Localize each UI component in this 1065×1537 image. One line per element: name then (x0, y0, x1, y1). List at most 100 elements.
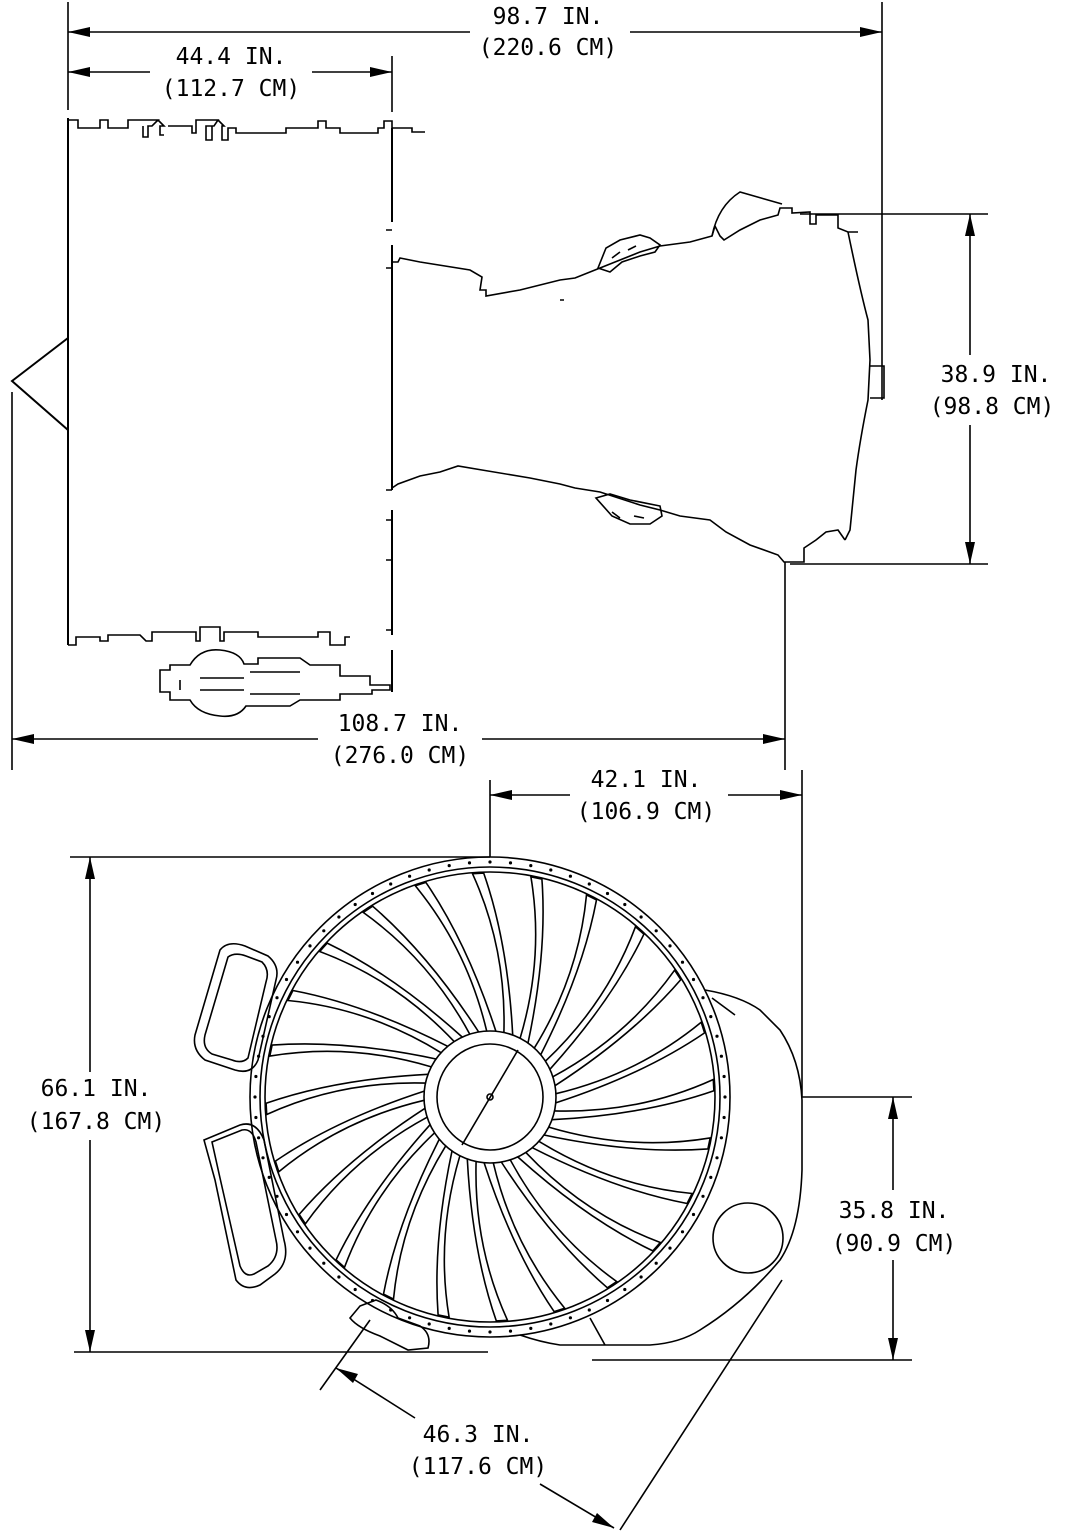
overall-length-cm: (220.6 CM) (479, 35, 617, 61)
fan-blade (436, 1150, 461, 1319)
fan-case-bolt (253, 1095, 257, 1099)
fan-case-bolt (322, 1261, 326, 1265)
fan-blade (335, 1124, 436, 1269)
nose-cone-icon (10, 337, 69, 431)
fan-case-bolt (587, 882, 591, 886)
fan-blade (413, 881, 497, 1032)
fan-blade (519, 875, 544, 1044)
fan-case-bolt (337, 1275, 341, 1279)
fan-blades (265, 872, 715, 1322)
fan-case-bolt (529, 1326, 533, 1330)
fan-case-bolt (701, 1194, 705, 1198)
fan-case-bolt (568, 874, 573, 878)
fan-case-bolt (623, 1287, 627, 1292)
core-lower-contour (391, 465, 846, 563)
fan-blade (551, 1078, 715, 1121)
fan-case-bolt (715, 1034, 719, 1038)
fan-case-bolt (680, 1230, 685, 1234)
fan-case-bolt (267, 1175, 271, 1179)
fan-case-bolt (353, 1287, 357, 1292)
combustor-detail-top (596, 234, 662, 273)
lower-height-in: 35.8 IN. (839, 1198, 950, 1224)
fan-case-middle-ring (259, 866, 721, 1328)
fan-case-bolt (529, 864, 533, 868)
fan-case-bolt (719, 1054, 724, 1058)
fan-case-bolt (623, 902, 627, 907)
fan-case-bolt (254, 1074, 258, 1079)
fan-case-bolt (370, 891, 375, 896)
fan-case-bolt (353, 902, 357, 907)
fan-case-bolt (654, 1261, 658, 1265)
side-view-dimension-lines (11, 2, 988, 770)
fan-case-bolt (639, 915, 643, 919)
bottom-mount-icon (348, 1299, 430, 1351)
fan-case-bolt (295, 1230, 300, 1234)
fan-case-bolt (488, 860, 492, 864)
fan-blade (274, 1090, 425, 1174)
fan-case-bolt (719, 1136, 724, 1140)
fan-case-bolt (654, 929, 658, 933)
exhaust-height-cm: (98.8 CM) (930, 394, 1055, 420)
fan-case-bolt (691, 1212, 696, 1217)
fan-case-bolt (322, 929, 326, 933)
fan-blade (298, 1107, 428, 1226)
fan-case-bolt (467, 861, 472, 865)
fan-blade (500, 1159, 619, 1289)
fan-case-bolt (722, 1074, 726, 1079)
fan-case-bottom-contour (68, 626, 350, 646)
fan-case-bolt (467, 1329, 472, 1333)
fan-case-bolt (284, 1212, 289, 1217)
fan-case-bolt (427, 1322, 431, 1326)
lower-height-cm: (90.9 CM) (832, 1231, 957, 1257)
fan-case-bolt (668, 944, 672, 948)
fan-case-bolt (709, 1015, 713, 1019)
fan-case-bolt (275, 996, 279, 1000)
fan-case-bolt (408, 874, 412, 878)
diagonal-width-in: 46.3 IN. (423, 1422, 534, 1448)
fan-case-bolt (447, 864, 451, 868)
engine-front-view (193, 856, 803, 1351)
gearbox-icon (159, 648, 391, 718)
fan-blade (543, 1126, 712, 1151)
case-bump-top (560, 191, 783, 301)
fan-case-bolt (308, 1246, 312, 1250)
fan-case-bolt (709, 1175, 713, 1179)
fan-blade (483, 1162, 567, 1313)
fan-case-bolt (639, 1275, 643, 1279)
fan-case-bolt (408, 1316, 412, 1320)
fan-blade (471, 872, 514, 1036)
accessory-lower-icon (203, 1123, 287, 1289)
spinner-mark (461, 1049, 519, 1146)
fan-blade (544, 925, 645, 1070)
fan-blade (286, 989, 449, 1054)
fan-case-bolt (691, 977, 696, 982)
front-height-cm: (167.8 CM) (27, 1109, 165, 1135)
dimension-labels: 98.7 IN. (220.6 CM) 44.4 IN. (112.7 CM) … (27, 4, 1055, 1480)
fan-case-bolt (447, 1326, 451, 1330)
fan-blade (531, 1140, 694, 1205)
fan-blade (517, 1151, 662, 1252)
spinner-outer (423, 1030, 557, 1164)
accessory-upper-icon (193, 942, 278, 1073)
fan-case-bolt (701, 996, 705, 1000)
fan-blade (268, 1043, 437, 1068)
fan-blade (533, 893, 598, 1056)
fan-case-bolt (723, 1095, 727, 1099)
fan-case-bolt (337, 915, 341, 919)
fan-blade (265, 1073, 429, 1116)
fan-case-bolt (508, 861, 513, 865)
fan-case-bolt (549, 1322, 553, 1326)
fan-case-bolt (722, 1115, 726, 1120)
core-upper-contour (392, 207, 858, 297)
spinner-inner (436, 1043, 544, 1151)
fan-case-bolt (587, 1308, 591, 1312)
fan-case-bolt (605, 891, 610, 896)
fan-case-bolt (508, 1329, 513, 1333)
fan-case-bolt (715, 1156, 719, 1160)
gearbox-detail (179, 671, 300, 695)
fan-case-bolt (389, 882, 393, 886)
lower-port-icon (712, 1202, 784, 1274)
fan-case-bolt (488, 1330, 492, 1334)
fan-case-bolt (549, 868, 553, 872)
